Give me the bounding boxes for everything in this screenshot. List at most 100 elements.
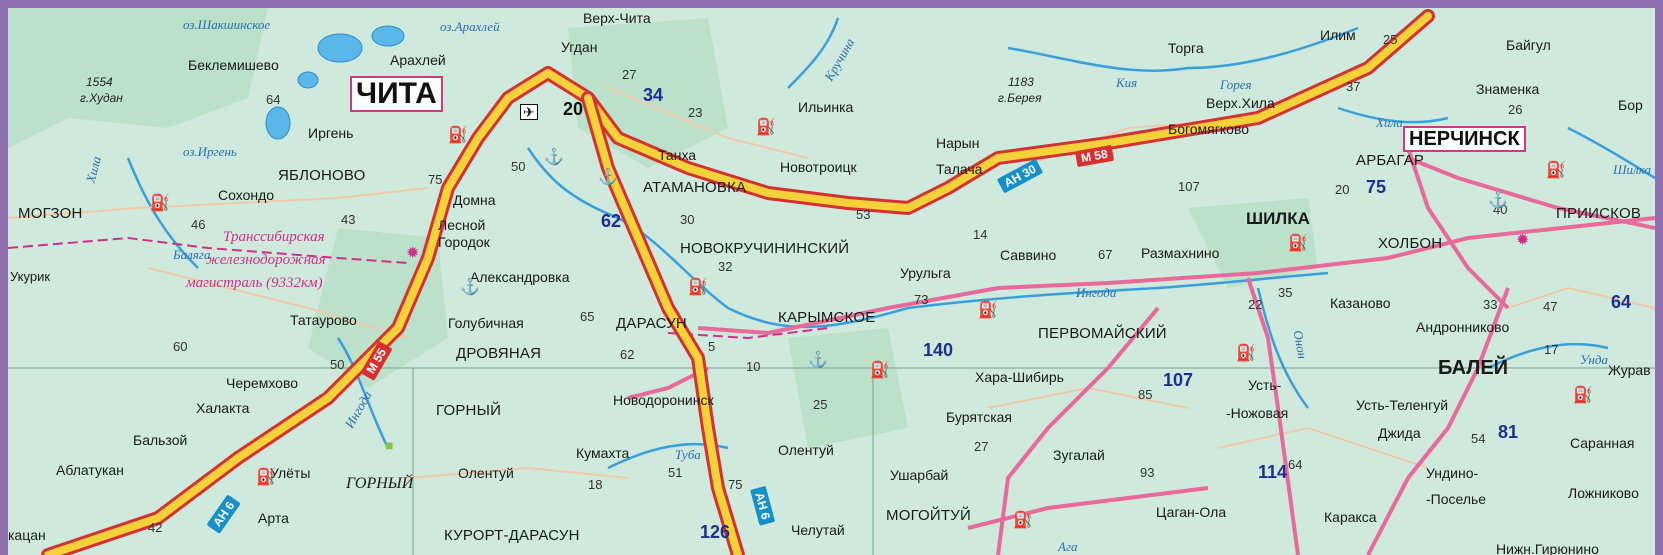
place-label[interactable]: ДРОВЯНАЯ (456, 345, 542, 362)
place-label[interactable]: ПРИИСКОВ (1556, 205, 1642, 222)
place-label[interactable]: Каракса (1324, 509, 1377, 525)
place-label[interactable]: Андронниково (1416, 319, 1510, 335)
place-label[interactable]: Александровка (470, 269, 570, 285)
place-label[interactable]: ГОРНЫЙ (436, 402, 502, 419)
place-label[interactable]: Ушарбай (890, 467, 949, 483)
place-label[interactable]: Цаган-Ола (1156, 504, 1227, 520)
place-label[interactable]: кацан (8, 527, 46, 543)
place-label[interactable]: Урульга (900, 265, 951, 281)
airport-icon[interactable]: ✈ (520, 104, 538, 120)
fuel-icon[interactable]: ⛽ (1236, 345, 1256, 362)
water-label: Туба (675, 447, 701, 462)
place-label[interactable]: Джида (1378, 425, 1421, 441)
place-label[interactable]: ЯБЛОНОВО (278, 167, 366, 184)
place-label[interactable]: Сохондо (218, 187, 275, 203)
route-number: 126 (700, 522, 731, 542)
place-label[interactable]: Знаменка (1476, 81, 1540, 97)
distance-label: 30 (680, 212, 695, 227)
fuel-icon[interactable]: ⛽ (978, 302, 998, 319)
place-label[interactable]: Улёты (270, 465, 311, 481)
place-label[interactable]: Голубичная (448, 315, 524, 331)
place-label[interactable]: Черемхово (226, 375, 299, 391)
fuel-icon[interactable]: ⛽ (1013, 512, 1033, 529)
place-label[interactable]: Танха (658, 147, 697, 163)
place-label[interactable]: Казаново (1330, 295, 1391, 311)
place-label[interactable]: Арахлей (390, 52, 446, 68)
place-label[interactable]: МОГЗОН (18, 205, 83, 222)
place-label[interactable]: ХОЛБОН (1378, 235, 1443, 252)
place-label[interactable]: Верх-Чита (583, 10, 651, 26)
place-label[interactable]: Новодоронинск (613, 392, 714, 408)
fuel-icon[interactable]: ⛽ (870, 362, 890, 379)
place-label[interactable]: Бурятская (946, 409, 1012, 425)
place-label[interactable]: Ундино- (1426, 465, 1479, 481)
fuel-icon[interactable]: ⛽ (150, 195, 170, 212)
city-label-nerchinsk[interactable]: НЕРЧИНСК (1403, 126, 1526, 152)
place-label[interactable]: ДАРАСУН (616, 315, 687, 332)
place-label[interactable]: Татаурово (290, 312, 357, 328)
place-label[interactable]: -Ножовая (1226, 405, 1289, 421)
place-label[interactable]: Кумахта (576, 445, 630, 461)
place-label[interactable]: Новотроицк (780, 159, 857, 175)
place-label[interactable]: Ильинка (798, 99, 854, 115)
place-label[interactable]: Верх.Хила (1206, 95, 1275, 111)
fuel-icon[interactable]: ⛽ (1546, 162, 1566, 179)
place-label[interactable]: ГОРНЫЙ (346, 475, 414, 492)
fuel-icon[interactable]: ⛽ (256, 469, 276, 486)
fuel-icon[interactable]: ⛽ (1573, 387, 1593, 404)
place-label[interactable]: Хара-Шибирь (975, 369, 1064, 385)
place-label[interactable]: МОГОЙТУЙ (886, 507, 971, 524)
place-label[interactable]: Илим (1320, 27, 1356, 43)
place-label[interactable]: Укурик (10, 269, 51, 284)
place-label[interactable]: Арта (258, 510, 289, 526)
place-label[interactable]: Бальзой (133, 432, 188, 448)
place-label[interactable]: Аблатукан (56, 462, 124, 478)
place-label[interactable]: Размахнино (1141, 245, 1220, 261)
place-label[interactable]: Городок (438, 234, 490, 250)
place-label[interactable]: НОВОКРУЧИНИНСКИЙ (680, 240, 850, 257)
place-label[interactable]: Богомягково (1168, 121, 1250, 137)
place-label[interactable]: КУРОРТ-ДАРАСУН (444, 527, 580, 544)
place-label[interactable]: АРБАГАР (1356, 152, 1425, 169)
place-label[interactable]: Усть-Теленгуй (1356, 397, 1449, 413)
place-label[interactable]: Саранная (1570, 435, 1635, 451)
place-label[interactable]: ШИЛКА (1246, 209, 1310, 228)
place-label[interactable]: Угдан (561, 39, 598, 55)
place-label[interactable]: Лесной (438, 217, 486, 233)
fuel-icon[interactable]: ⛽ (448, 127, 468, 144)
fuel-icon[interactable]: ⛽ (688, 279, 708, 296)
fuel-icon[interactable]: ⛽ (1288, 235, 1308, 252)
place-label[interactable]: Домна (453, 192, 496, 208)
place-label[interactable]: Усть- (1248, 377, 1282, 393)
place-label[interactable]: ПЕРВОМАЙСКИЙ (1038, 325, 1167, 342)
place-label[interactable]: Беклемишево (188, 57, 279, 73)
peak-name: г.Худан (80, 91, 123, 105)
place-label[interactable]: Зугалай (1053, 447, 1105, 463)
map-canvas[interactable]: ЧИТА НЕРЧИНСК Верх-Чита Угдан Беклемишев… (8, 8, 1655, 555)
distance-label: 93 (1140, 465, 1155, 480)
place-label[interactable]: АТАМАНОВКА (643, 179, 747, 196)
place-label[interactable]: БАЛЕЙ (1438, 357, 1509, 379)
place-label[interactable]: Ложниково (1568, 485, 1639, 501)
place-label[interactable]: Журав (1608, 362, 1651, 378)
place-label[interactable]: Челутай (791, 522, 845, 538)
distance-label: 85 (1138, 387, 1153, 402)
place-label[interactable]: Халакта (196, 400, 250, 416)
place-label[interactable]: Иргень (308, 125, 354, 141)
place-label[interactable]: Олентуй (778, 442, 834, 458)
place-label[interactable]: -Поселье (1426, 491, 1487, 507)
distance-label: 54 (1471, 431, 1486, 446)
place-label[interactable]: Саввино (1000, 247, 1057, 263)
place-label[interactable]: Олентуй (458, 465, 514, 481)
distance-label: 14 (973, 227, 988, 242)
place-label[interactable]: Бор (1618, 97, 1643, 113)
place-label[interactable]: Нарын (936, 135, 980, 151)
fuel-icon[interactable]: ⛽ (756, 119, 776, 136)
city-label-chita[interactable]: ЧИТА (350, 76, 443, 112)
place-label[interactable]: КАРЫМСКОЕ (778, 309, 876, 326)
place-label[interactable]: Торга (1168, 40, 1204, 56)
place-label[interactable]: Нижн.Гирюнино (1496, 541, 1599, 555)
place-label[interactable]: Байгул (1506, 37, 1551, 53)
place-label[interactable]: Талача (936, 161, 983, 177)
